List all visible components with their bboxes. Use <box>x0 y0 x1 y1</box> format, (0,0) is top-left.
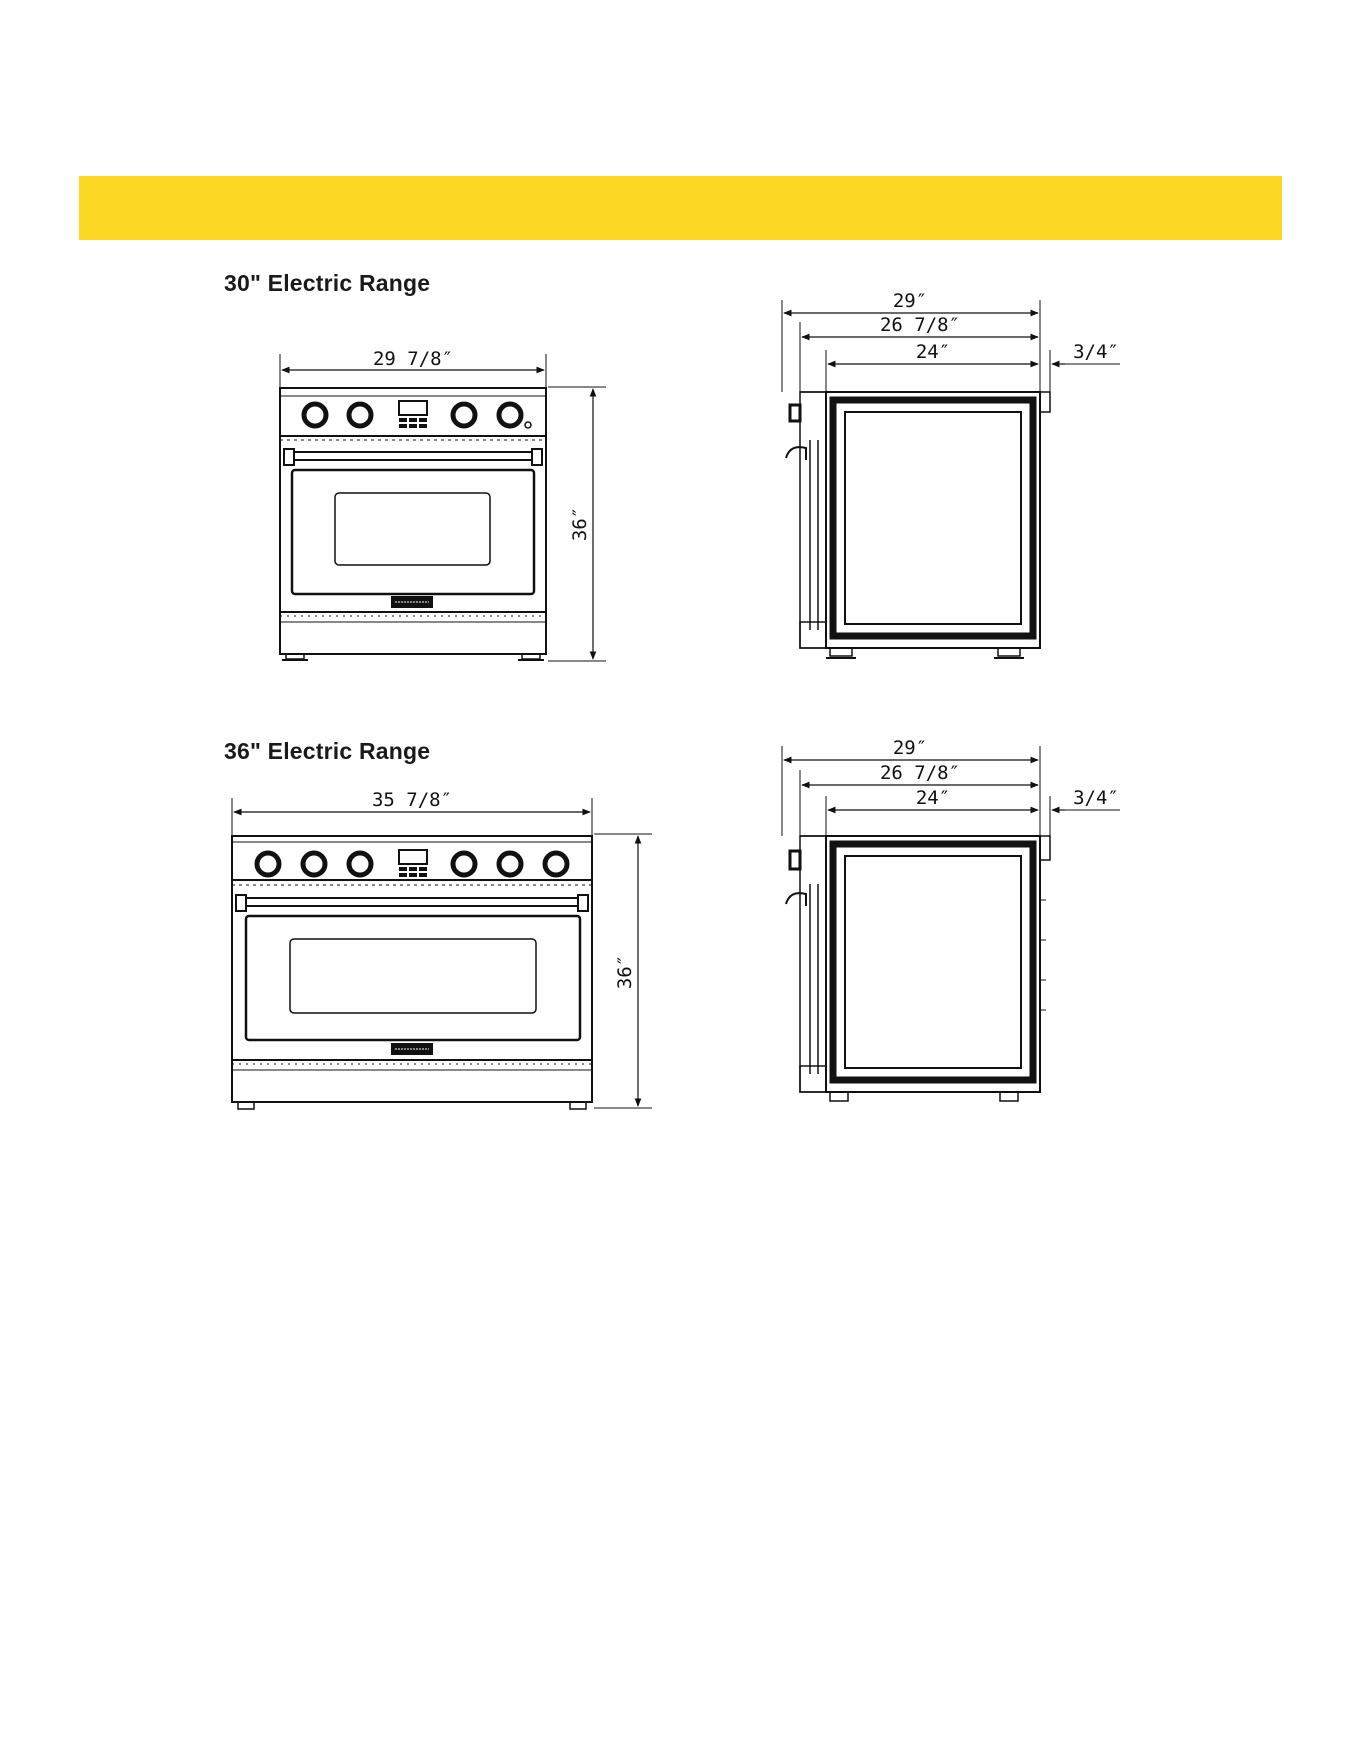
dim-front-height-30: 36″ <box>569 507 591 541</box>
front-view-30: 29 7/8″ 36″ <box>280 348 606 661</box>
dim-side-offset-36: 3/4″ <box>1073 787 1119 809</box>
dim-side-overall-30: 29″ <box>893 290 927 312</box>
dim-side-cabinet-30: 24″ <box>916 341 950 363</box>
dim-side-body-36: 26 7/8″ <box>880 762 960 784</box>
side-view-36: 29″ 26 7/8″ 24″ 3/4″ <box>782 737 1120 1101</box>
dim-front-height-36: 36″ <box>614 955 636 989</box>
dim-side-offset-30: 3/4″ <box>1073 341 1119 363</box>
dim-side-body-30: 26 7/8″ <box>880 314 960 336</box>
front-view-36: 35 7/8″ 36″ <box>232 789 652 1109</box>
dim-front-width-36: 35 7/8″ <box>372 789 452 811</box>
dim-front-width-30: 29 7/8″ <box>373 348 453 370</box>
side-view-30: 29″ 26 7/8″ 24″ 3/4″ <box>782 290 1120 658</box>
dim-side-cabinet-36: 24″ <box>916 787 950 809</box>
dim-side-overall-36: 29″ <box>893 737 927 759</box>
